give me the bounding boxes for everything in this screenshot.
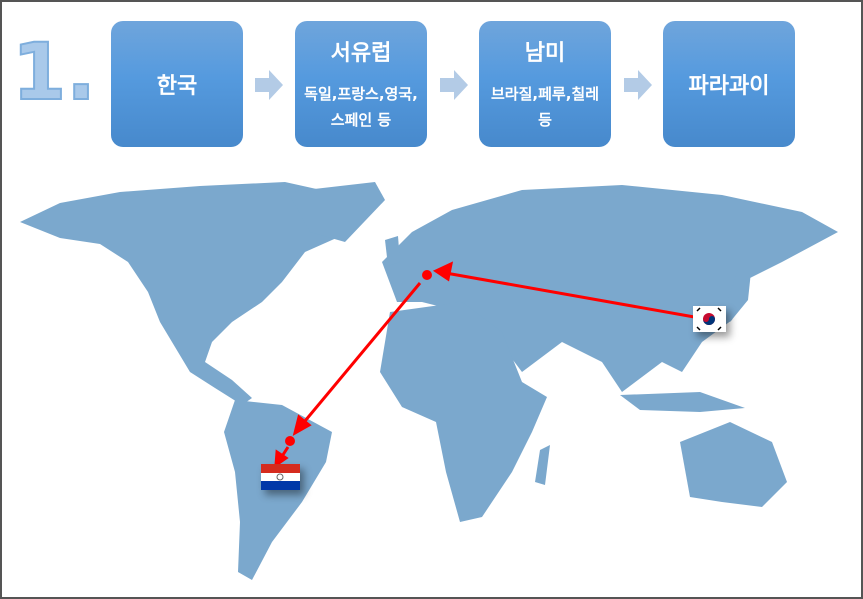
arrow-right-icon — [440, 70, 468, 100]
paraguay-flag-icon — [261, 464, 300, 490]
step-number: 1. — [11, 28, 97, 118]
arrowhead-icon — [292, 414, 312, 437]
arrowhead-icon — [274, 449, 289, 469]
arrowhead-icon — [432, 261, 454, 282]
europe-dot — [422, 270, 432, 280]
flow-subtitle: 브라질,페루,칠레 등 — [491, 85, 599, 129]
korea-flag-icon — [693, 306, 726, 332]
flow-subtitle: 독일,프랑스,영국,스페인 등 — [304, 85, 418, 129]
flow-box-paraguay: 파라과이 — [663, 21, 795, 147]
route-korea-europe — [439, 270, 701, 320]
eurasia — [382, 185, 838, 392]
flow-title: 한국 — [156, 74, 198, 99]
indonesia — [620, 392, 745, 412]
flow-title: 파라과이 — [688, 74, 770, 99]
flow-title: 서유럽 — [330, 41, 392, 66]
arrow-right-icon — [255, 70, 283, 100]
flow-title: 남미 — [524, 41, 566, 66]
uk — [385, 236, 400, 266]
north-america — [20, 182, 360, 405]
japan — [724, 262, 752, 322]
australia — [680, 422, 787, 507]
route-europe-south-america — [298, 282, 422, 428]
africa — [380, 302, 547, 522]
greenland — [288, 182, 385, 242]
madagascar — [535, 445, 550, 485]
south-america-dot — [285, 436, 295, 446]
arrow-right-icon — [624, 70, 652, 100]
continents — [20, 182, 838, 580]
route — [274, 261, 701, 469]
flow-box-korea: 한국 — [111, 21, 243, 147]
